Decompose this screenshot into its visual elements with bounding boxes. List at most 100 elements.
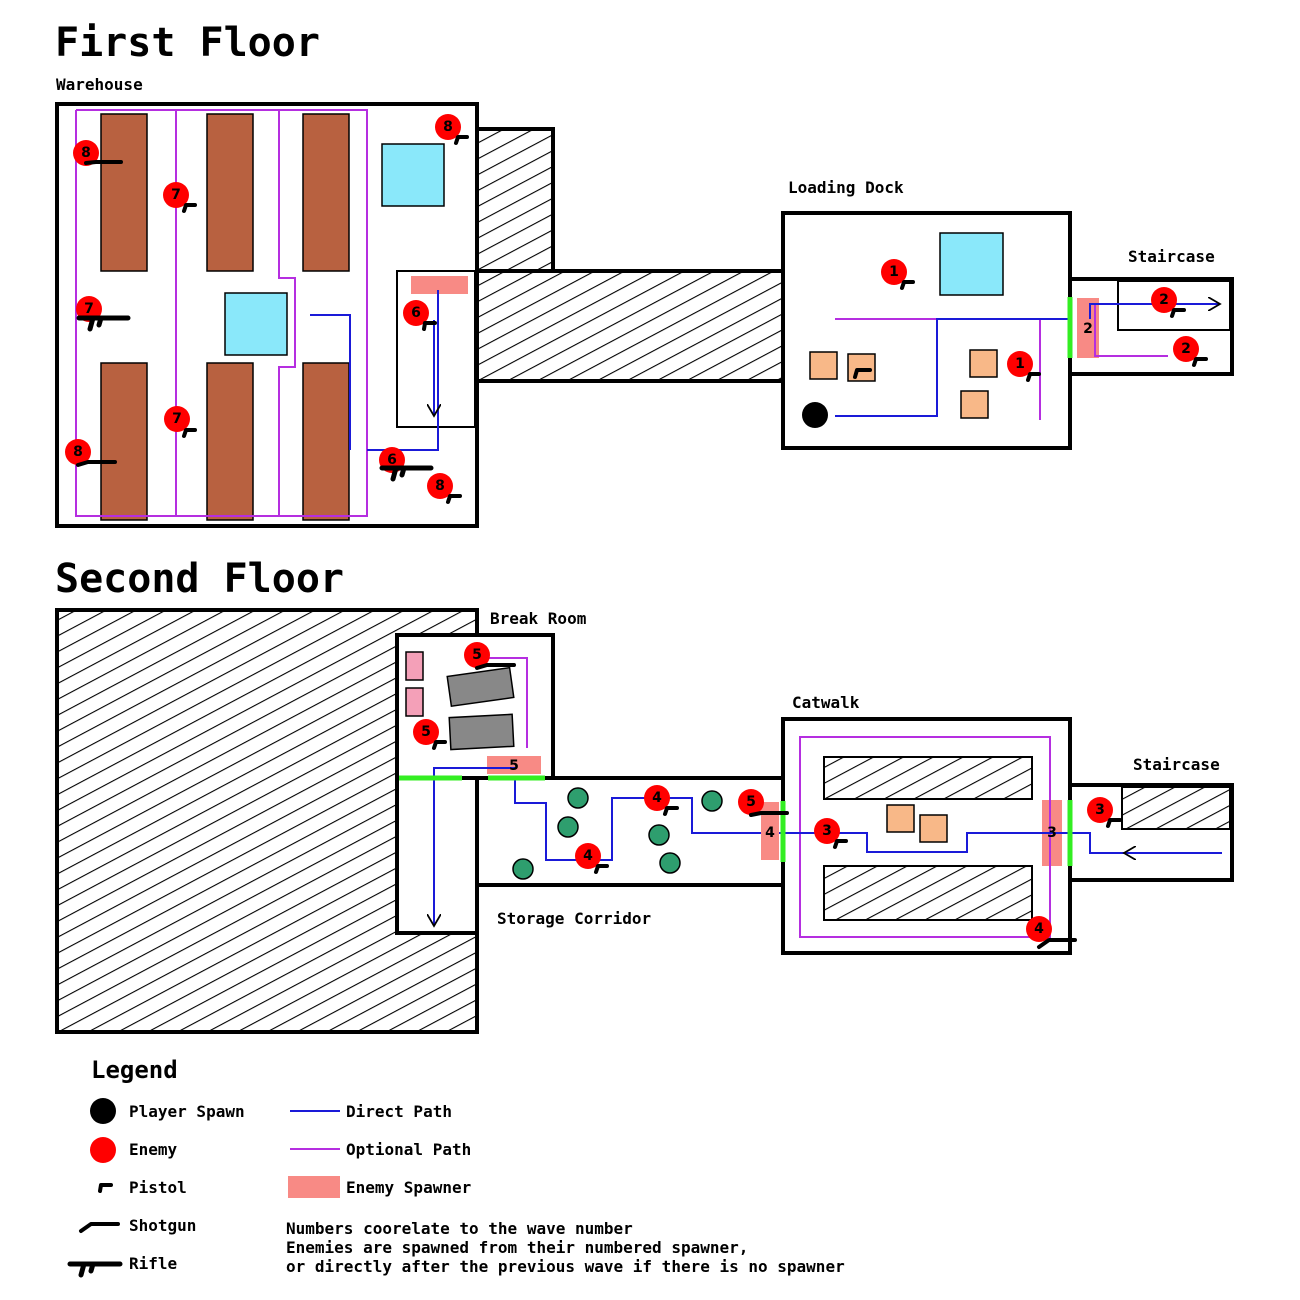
enemy-marker: 6 [379,447,434,482]
enemy-marker: 4 [1026,916,1077,949]
svg-text:3: 3 [1095,802,1105,818]
svg-text:2: 2 [1159,292,1169,308]
crate [847,353,876,382]
hatched-catwalk-rail [823,865,1033,921]
svg-text:6: 6 [387,452,397,468]
svg-text:8: 8 [73,444,83,460]
barrel [512,858,534,880]
barrel [648,824,670,846]
water-tank [381,143,445,207]
pistol-icon [182,203,197,213]
pistol-icon [663,806,679,816]
table [448,713,515,751]
svg-text:2: 2 [1181,341,1191,357]
pistol-icon [1026,372,1041,382]
second-floor-title: Second Floor [55,556,344,602]
storage-corridor [395,768,785,935]
svg-text:1: 1 [1015,356,1025,372]
enemy-marker: 5 [413,719,447,750]
legend-title: Legend [91,1056,178,1084]
enemy-spawner-icon [288,1176,340,1198]
room-label-loading-dock: Loading Dock [788,178,904,197]
enemy-marker: 1 [881,259,915,290]
player-spawn [802,402,828,428]
crate [969,349,998,378]
enemy-marker: 1 [1007,351,1041,382]
shotgun-icon [475,663,516,670]
svg-text:4: 4 [652,790,662,806]
rifle-icon [379,465,434,482]
shelf [100,113,148,272]
shelf [302,113,350,272]
enemy-marker: 7 [164,406,197,438]
pistol-icon [1106,818,1122,828]
spawner-number: 5 [509,758,519,774]
shelf [302,362,350,521]
legend-direct-path: Direct Path [346,1102,452,1121]
pistol-icon [432,740,447,750]
pistol-icon [1170,308,1186,318]
legend-enemy-spawner: Enemy Spawner [346,1178,471,1197]
svg-text:7: 7 [172,411,182,427]
shelf [100,362,148,521]
room-label-storage-corridor: Storage Corridor [497,909,651,928]
locker [405,687,424,717]
crate [809,351,838,380]
legend-rifle: Rifle [129,1254,177,1273]
enemy-icon [90,1137,116,1163]
shotgun-icon [76,460,117,467]
pistol-icon [1192,357,1208,367]
enemy-spawner [411,276,468,294]
shotgun-icon [1037,938,1077,949]
crate [960,390,989,419]
enemy-marker: 6 [403,300,437,331]
svg-text:4: 4 [1034,921,1044,937]
svg-text:8: 8 [443,119,453,135]
loading-dock-room [781,211,1090,450]
room-label-staircase-first: Staircase [1128,247,1215,266]
svg-text:1: 1 [889,264,899,280]
shelf [206,362,254,521]
hatched-catwalk-rail [823,756,1033,800]
water-tank [939,232,1004,296]
enemy-marker: 4 [575,843,609,874]
pistol-icon [594,864,609,874]
enemy-marker: 5 [464,642,516,670]
staircase-second-floor [1052,783,1234,882]
room-label-warehouse: Warehouse [56,75,143,94]
shelf [206,113,254,272]
spawner-number: 2 [1083,321,1093,337]
svg-text:6: 6 [411,305,421,321]
pistol-icon [446,494,462,504]
table [446,666,515,708]
rifle-icon [67,1261,123,1278]
svg-text:5: 5 [421,724,431,740]
enemy-marker: 8 [427,473,462,504]
legend-note-line-3: or directly after the previous wave if t… [286,1257,845,1276]
svg-text:4: 4 [583,848,593,864]
svg-text:5: 5 [472,647,482,663]
barrel [659,852,681,874]
first-floor-title: First Floor [55,20,320,66]
crate [886,804,915,833]
rifle-icon [76,315,131,332]
enemy-spawner [1077,298,1099,358]
barrel [567,787,589,809]
legend-note-line-2: Enemies are spawned from their numbered … [286,1238,748,1257]
player-spawn-icon [90,1098,116,1124]
enemy-marker: 8 [65,439,117,467]
pistol-icon [182,428,197,438]
crate [919,814,948,843]
enemy-marker: 4 [644,785,679,816]
legend-shotgun: Shotgun [129,1216,196,1235]
catwalk-room [761,717,1072,955]
svg-text:8: 8 [435,478,445,494]
room-label-staircase-second: Staircase [1133,755,1220,774]
shotgun-icon [749,811,789,817]
room-label-break-room: Break Room [490,609,587,628]
spawner-number: 4 [765,825,775,841]
legend: Legend Player Spawn Enemy Pistol Shotgun… [67,1056,845,1278]
hatched-corridor-first [475,269,785,383]
svg-text:8: 8 [81,145,91,161]
